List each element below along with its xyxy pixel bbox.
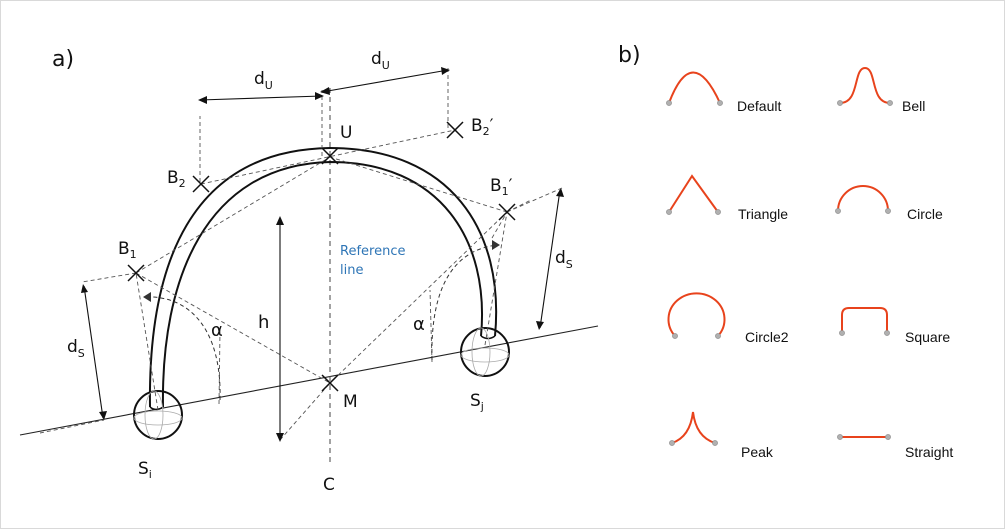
construction-lines: [39, 65, 563, 441]
tube-end-left: [149, 406, 164, 411]
shape-label-bell: Bell: [902, 98, 925, 114]
shape-label-default: Default: [737, 98, 781, 114]
shape-square: Square: [839, 307, 950, 345]
shape-label-straight: Straight: [905, 444, 953, 460]
mark-m: [321, 374, 339, 392]
mark-b2p: [446, 121, 464, 139]
label-du-left: dU: [254, 69, 273, 92]
shape-label-circle: Circle: [907, 206, 943, 222]
alpha-arc-left: [144, 296, 221, 401]
tube-end-right: [480, 335, 496, 340]
label-du-right: dU: [371, 49, 390, 72]
shape-default: Default: [666, 71, 781, 114]
label-alpha-left: α: [211, 320, 223, 341]
mark-u: [321, 147, 339, 165]
label-h: h: [258, 312, 269, 333]
reference-line-label-1: Reference: [340, 244, 405, 259]
label-b1: B1: [118, 239, 137, 261]
label-u: U: [340, 123, 352, 143]
label-m: M: [343, 392, 358, 412]
arch-tube-outer: [148, 146, 498, 408]
label-sj: Sj: [470, 391, 484, 413]
shape-bell: Bell: [837, 66, 925, 114]
shape-label-circle2: Circle2: [745, 329, 789, 345]
alpha-arrow-left: [143, 292, 151, 302]
label-ds-left: dS: [67, 337, 85, 360]
label-c: C: [323, 475, 335, 495]
shape-peak: Peak: [669, 411, 774, 460]
shape-straight: Straight: [837, 434, 953, 460]
panel-b: b) Default Bell Triangle Circle: [618, 43, 953, 460]
label-b2: B2: [167, 168, 186, 190]
label-ds-right: dS: [555, 248, 573, 271]
alpha-arrow-right: [492, 240, 500, 250]
mark-b1p: [498, 203, 516, 221]
panel-a-label: a): [52, 47, 74, 72]
shape-circle: Circle: [835, 185, 943, 222]
ground-line: [19, 325, 599, 436]
shape-triangle: Triangle: [666, 174, 788, 222]
x-marks: [127, 121, 516, 392]
label-b1-prime: B1′: [490, 176, 513, 198]
sphere-sj: [460, 327, 510, 377]
shape-label-triangle: Triangle: [738, 206, 788, 222]
arch-tube-inner: [161, 160, 483, 408]
panel-a: a): [19, 47, 599, 495]
shape-label-square: Square: [905, 329, 950, 345]
alpha-arc-right: [431, 244, 498, 361]
mark-b2: [192, 175, 210, 193]
shape-circle2: Circle2: [667, 292, 789, 345]
reference-line-label-2: line: [340, 263, 363, 278]
panel-b-label: b): [618, 43, 641, 68]
dimension-arrows: [81, 67, 564, 442]
label-b2-prime: B2′: [471, 116, 494, 138]
sphere-si: [133, 390, 183, 440]
mark-b1: [127, 264, 145, 282]
label-alpha-right: α: [413, 314, 425, 335]
shape-label-peak: Peak: [741, 444, 774, 460]
label-si: Si: [138, 459, 152, 481]
